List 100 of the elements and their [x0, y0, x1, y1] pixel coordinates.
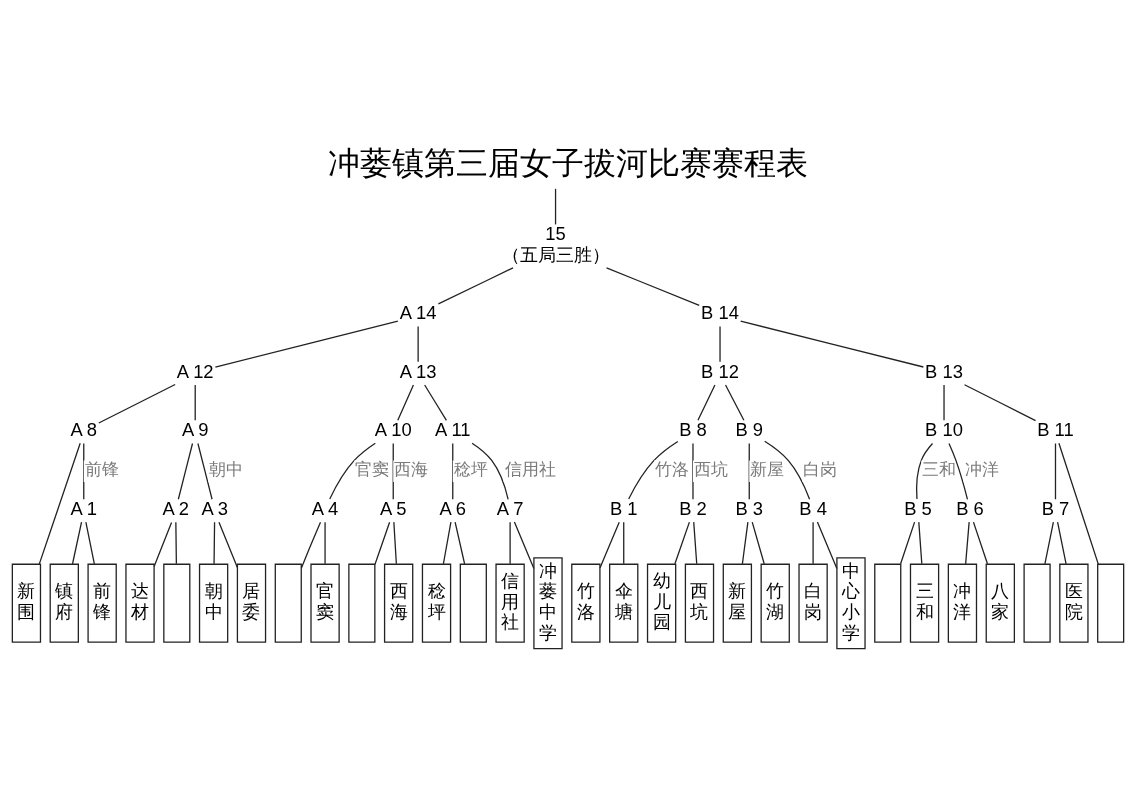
node-text: A 9: [181, 419, 209, 441]
connector: [812, 521, 814, 565]
node-box: 达材: [125, 563, 155, 643]
connector: [153, 521, 173, 568]
node-box: 新屋: [722, 563, 753, 643]
node-box: [459, 563, 487, 643]
edge-label: 竹洛: [655, 459, 690, 480]
node-box: 西坑: [684, 563, 715, 643]
node-text: A 14: [399, 302, 437, 324]
node-text: B 5: [904, 498, 932, 520]
node-text: A 2: [162, 498, 190, 520]
connector: [623, 521, 625, 565]
edge-label: 西海: [394, 459, 429, 480]
connector: [741, 521, 749, 565]
node-box: 新围: [11, 563, 42, 643]
connector: [177, 442, 194, 500]
connector: [85, 521, 95, 565]
node-box: 稔坪: [421, 563, 452, 643]
node-box: 前锋: [87, 563, 117, 643]
connector: [740, 320, 924, 368]
connector: [442, 521, 452, 565]
connector: [965, 521, 970, 565]
connector: [751, 521, 765, 565]
node-box: 幼儿园: [646, 563, 677, 643]
connector: [175, 521, 177, 565]
node-box: 竹湖: [760, 563, 790, 643]
node-box: 西海: [383, 563, 414, 643]
node-box: 医院: [1059, 563, 1089, 643]
node-box: 冲蒌中学: [533, 557, 563, 650]
node-text: A 13: [399, 360, 437, 382]
node-box: 冲洋: [947, 563, 978, 643]
node-box: 白岗: [798, 563, 828, 643]
node-text: B 4: [799, 498, 827, 520]
node-text: B 8: [679, 419, 707, 441]
connector: [1058, 442, 1099, 565]
node-text: A 1: [70, 498, 98, 520]
connector: [692, 442, 694, 500]
node-text: A 7: [496, 498, 524, 520]
node-text: B 13: [925, 360, 963, 382]
node-text: B 1: [609, 498, 638, 520]
node-box: 居委: [236, 563, 267, 643]
connector: [948, 442, 969, 500]
connector: [764, 440, 811, 500]
node-box: 八家: [985, 563, 1015, 643]
connector: [300, 521, 322, 569]
node-text: B 12: [701, 360, 739, 382]
node-text: B 2: [679, 498, 707, 520]
connector: [194, 384, 196, 421]
edge-label: 前锋: [84, 459, 119, 480]
node-text: A 5: [379, 498, 407, 520]
node-text: B 6: [956, 498, 984, 520]
node-text: A 6: [439, 498, 467, 520]
connector: [213, 521, 216, 565]
connector: [214, 320, 399, 368]
edge-label: 官窦: [355, 459, 390, 480]
connector: [943, 384, 945, 421]
node-text: A 11: [435, 419, 471, 441]
node-text: A 12: [176, 360, 214, 382]
node-text: B 3: [735, 498, 764, 520]
edge-label: 朝中: [209, 459, 244, 480]
connector: [599, 521, 620, 569]
connector: [98, 383, 176, 424]
node-text: A 3: [201, 498, 228, 520]
node-box: 中心小学: [836, 557, 866, 650]
node-text: A 8: [70, 419, 98, 441]
node-text: B 11: [1037, 419, 1074, 441]
node-box: 竹洛: [571, 563, 601, 643]
edge-label: 白岗: [803, 459, 838, 480]
node-box: 朝中: [198, 563, 229, 643]
connector: [972, 521, 989, 565]
node-box: [163, 563, 191, 643]
connector: [899, 521, 916, 565]
diagram-title: 冲蒌镇第三届女子拔河比赛赛程表: [328, 144, 808, 181]
edge-label: 信用社: [504, 459, 556, 480]
connector: [329, 442, 376, 500]
node-box: 伞塘: [609, 563, 639, 643]
edge-label: 三和: [922, 459, 957, 480]
connector: [424, 384, 448, 421]
connector: [324, 521, 326, 565]
connector: [83, 442, 85, 500]
connector: [628, 440, 679, 500]
edge-label: 冲洋: [964, 459, 999, 480]
connector: [816, 521, 838, 570]
node-text: B 14: [701, 302, 739, 324]
node-box: [348, 563, 376, 643]
node-text: B 10: [925, 419, 963, 441]
connector: [693, 521, 698, 565]
connector: [437, 267, 514, 305]
connector: [719, 325, 721, 363]
node-box: [1097, 563, 1125, 643]
node-box: 信用社: [495, 563, 525, 643]
node-box: 三和: [909, 563, 940, 643]
node-text: B 7: [1041, 498, 1070, 520]
connector: [674, 521, 691, 565]
connector: [509, 521, 511, 565]
connector: [724, 384, 745, 421]
connector: [38, 442, 81, 565]
node-box: 镇府: [49, 563, 79, 643]
connector: [197, 442, 213, 500]
connector: [513, 521, 535, 570]
